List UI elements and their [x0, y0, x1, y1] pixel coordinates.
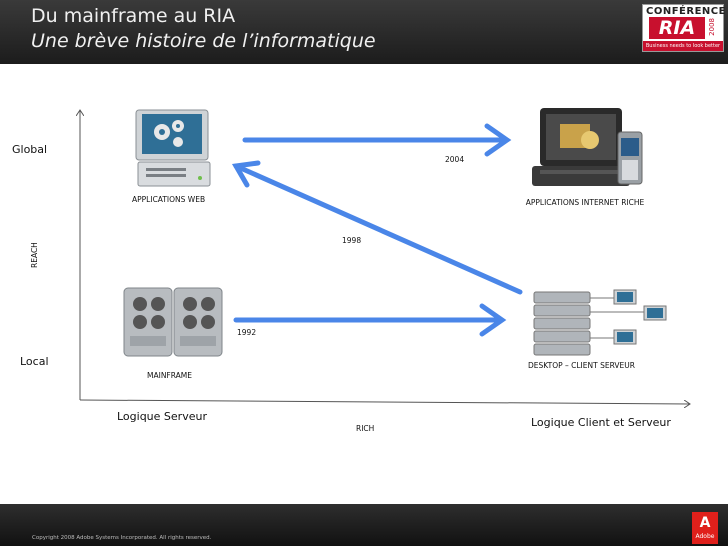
axis-label-rich: RICH	[356, 424, 375, 433]
adobe-logo-mark: A	[699, 515, 711, 531]
ria-phone-icon	[617, 131, 643, 185]
slide-footer: Copyright 2008 Adobe Systems Incorporate…	[0, 504, 728, 546]
axis-label-global: Global	[12, 143, 48, 156]
node-label-desktop-client-server: DESKTOP – CLIENT SERVEUR	[528, 361, 635, 370]
client-monitor-icon	[613, 289, 667, 345]
conference-ria-logo: CONFÉRENCE RIA 2008 Business needs to lo…	[642, 4, 726, 52]
server-rack-icon	[533, 291, 644, 356]
axis-label-reach: REACH	[30, 242, 39, 268]
arrow-1998	[231, 160, 523, 295]
year-label-1998: 1998	[342, 236, 362, 245]
x-axis	[79, 399, 690, 404]
logo-conference-text: CONFÉRENCE	[646, 6, 726, 17]
ria-laptop-icon	[532, 108, 630, 186]
slide-header: Du mainframe au RIA Une brève histoire d…	[0, 0, 728, 64]
logo-ria-text: RIA	[649, 17, 705, 39]
slide-title: Du mainframe au RIA	[31, 5, 236, 27]
slide-subtitle: Une brève histoire de l’informatique	[31, 30, 376, 52]
node-label-mainframe: MAINFRAME	[147, 371, 192, 380]
logo-tagline: Business needs to look better	[643, 41, 723, 51]
axis-label-server-logic: Logique Serveur	[117, 410, 207, 423]
arrow-2004	[242, 123, 512, 157]
year-label-1992: 1992	[237, 328, 257, 337]
adobe-logo-word: Adobe	[695, 533, 715, 540]
adobe-logo-icon: A Adobe	[692, 512, 718, 544]
web-computer-icon	[135, 109, 211, 187]
axis-label-local: Local	[20, 355, 49, 368]
mainframe-icon	[123, 287, 223, 357]
node-label-rich-internet-apps: APPLICATIONS INTERNET RICHE	[525, 198, 645, 207]
copyright-text: Copyright 2008 Adobe Systems Incorporate…	[32, 535, 212, 541]
node-label-web-apps: APPLICATIONS WEB	[132, 195, 206, 204]
axis-label-client-server-logic: Logique Client et Serveur	[531, 416, 671, 429]
arrow-1992	[233, 303, 507, 337]
year-label-2004: 2004	[445, 155, 465, 164]
